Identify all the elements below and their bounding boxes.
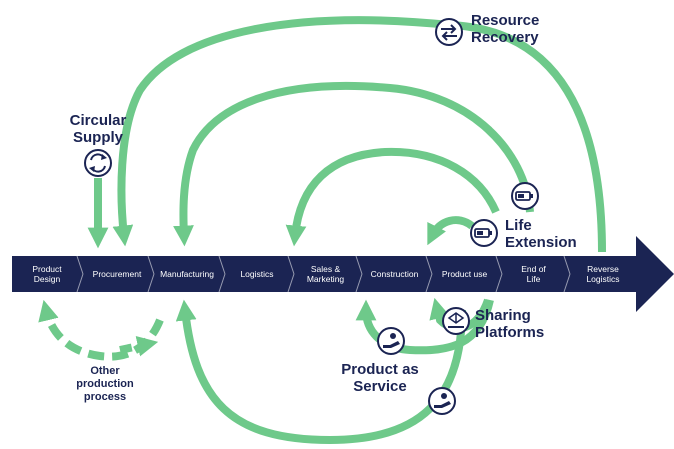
resource-recovery-label: Resource Recovery (471, 12, 540, 46)
stage-manufacturing: Manufacturing (160, 269, 214, 279)
service-hand-icon-2 (428, 387, 456, 415)
life-extension-label: Life Extension (505, 217, 577, 251)
service-hand-icon (377, 327, 405, 355)
product-as-service-arrow (355, 299, 494, 355)
other-production-label: Other production process (76, 365, 134, 403)
stage-procurement: Procurement (92, 269, 142, 279)
sharing-platforms-label: Sharing Platforms (475, 307, 545, 341)
stage-construction: Construction (370, 269, 419, 279)
life-extension-sales-arrow (285, 147, 500, 247)
resource-recovery-arrow (112, 16, 606, 253)
recycle-icon (84, 149, 112, 177)
battery-icon (511, 182, 539, 210)
life-extension-product-use-arrow (427, 216, 475, 246)
value-chain-bar (12, 236, 674, 312)
product-as-service-label: Product as Service (341, 361, 419, 395)
exchange-arrows-icon (435, 18, 463, 46)
stage-product-use: Product use (441, 269, 488, 279)
other-production-dashed-arrow-2 (119, 336, 159, 357)
stage-sales-marketing: Sales &Marketing (306, 264, 345, 284)
other-production-dashed-arrow (38, 299, 164, 361)
life-extension-manufacturing-arrow (173, 81, 534, 247)
battery-icon-2 (470, 219, 498, 247)
circular-supply-label: Circular Supply (69, 112, 127, 146)
stage-logistics: Logistics (240, 269, 274, 279)
bottom-loop-arrow (175, 299, 466, 445)
network-hand-icon (442, 307, 470, 335)
